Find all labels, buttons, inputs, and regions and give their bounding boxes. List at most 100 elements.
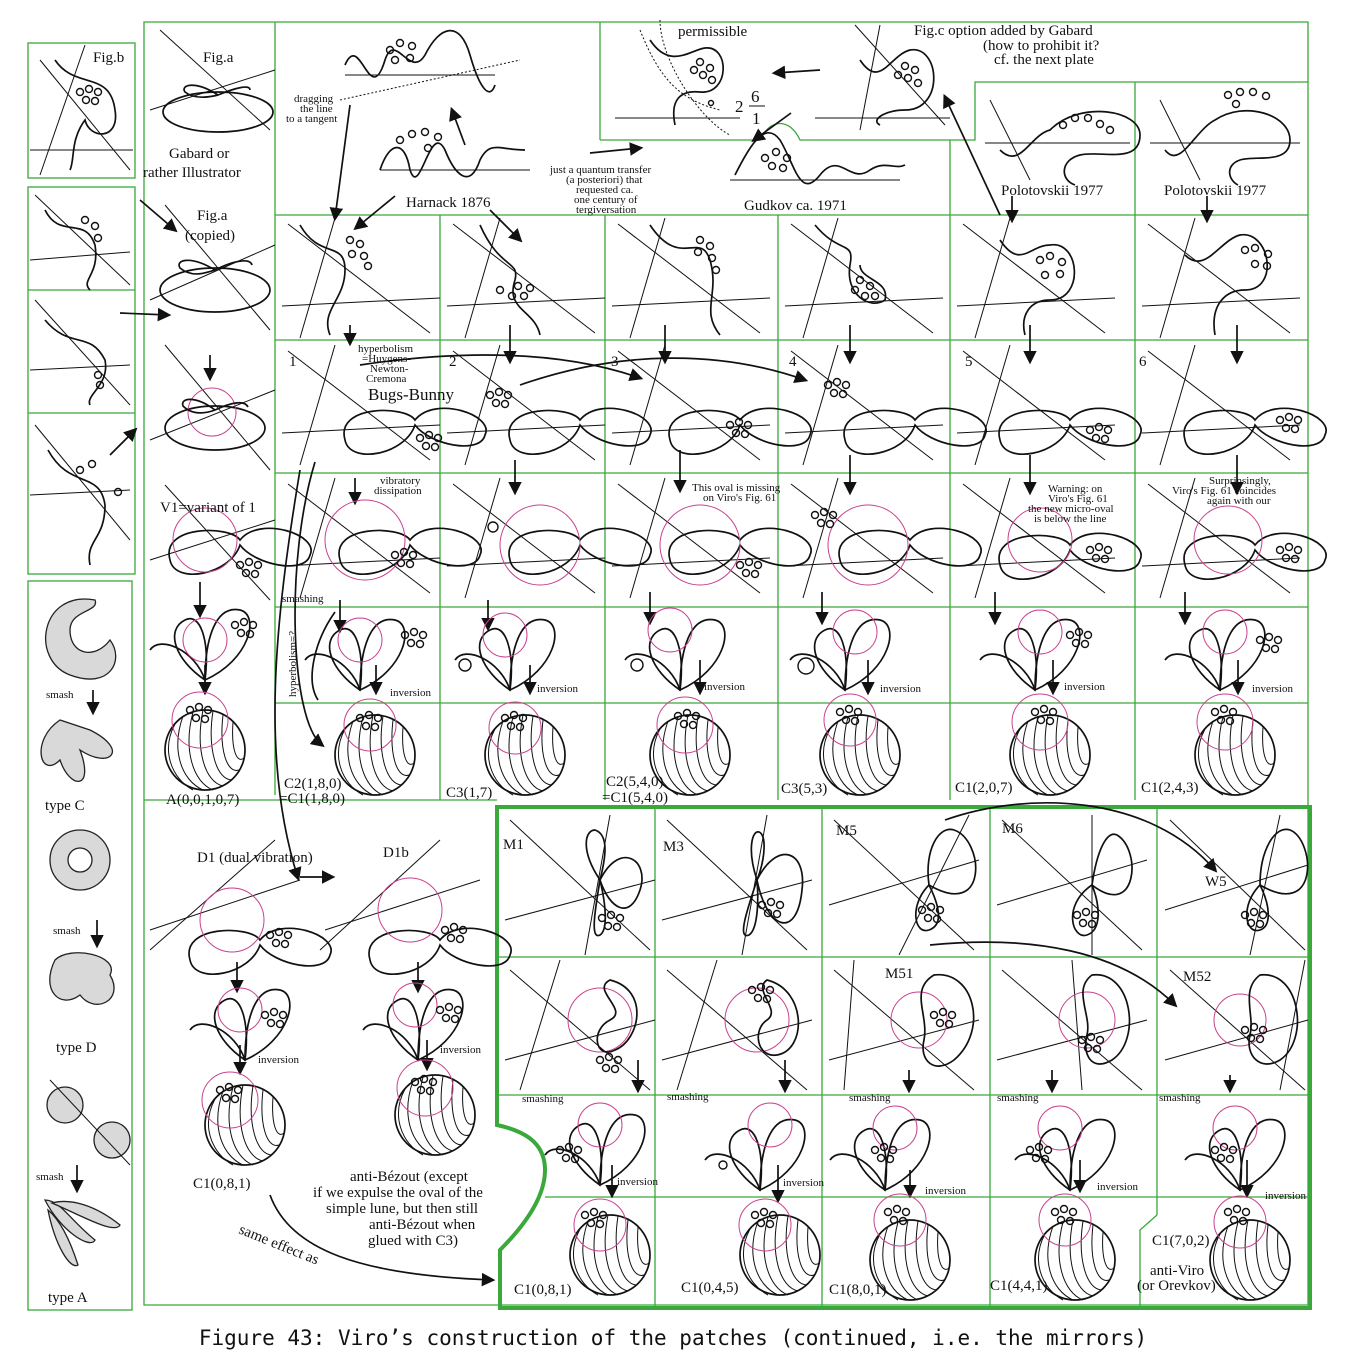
smashing-label: smashing <box>282 593 324 605</box>
anti-viro-label-2: (or Orevkov) <box>1137 1278 1216 1294</box>
mirror-patch-label-4: C1(4,4,1) <box>990 1278 1048 1294</box>
dragging-label-1: dragging <box>294 93 334 105</box>
column-number-1: 1 <box>289 354 297 370</box>
polotovskii-drawings <box>985 87 1300 224</box>
smashing-label-m1: smashing <box>522 1093 564 1105</box>
inversion-label-6: inversion <box>1252 683 1293 695</box>
row-6-spheres <box>164 691 1276 796</box>
patch-c1-207-label: C1(2,0,7) <box>955 780 1013 796</box>
type-d-label: type D <box>56 1040 97 1056</box>
harnack-drawing <box>329 29 530 243</box>
type-a-label: type A <box>48 1290 88 1306</box>
warning-label-1: Warning: on <box>1048 483 1103 495</box>
patch-a-label: A(0,0,1,0,7) <box>166 792 239 808</box>
inversion-label-m5: inversion <box>925 1185 966 1197</box>
inversion-label-m3: inversion <box>783 1177 824 1189</box>
mirror-patch-label-c1-702: C1(7,0,2) <box>1152 1233 1210 1249</box>
quantum-label-3: requested ca. <box>576 184 634 196</box>
mirror-patch-label-2: C1(0,4,5) <box>681 1280 739 1296</box>
polotovskii-label-2: Polotovskii 1977 <box>1164 183 1267 199</box>
fig-b-label: Fig.b <box>93 50 124 66</box>
m3-label: M3 <box>663 839 684 855</box>
anti-bezout-label-5: glued with C3) <box>368 1233 458 1249</box>
smashing-label-w5: smashing <box>1159 1092 1201 1104</box>
missing-oval-label-1: This oval is missing <box>692 482 781 494</box>
anti-bezout-label-3: simple lune, but then still <box>326 1201 478 1217</box>
anti-bezout-label-1: anti-Bézout (except <box>350 1169 469 1185</box>
patch-c3-53-label: C3(5,3) <box>781 781 827 797</box>
patch-c3-17-label: C3(1,7) <box>446 785 492 801</box>
gudkov-label: Gudkov ca. 1971 <box>744 198 847 214</box>
surprisingly-label-1: Surprinsingly, <box>1209 475 1271 487</box>
hyperbolism-label-4: Cremona <box>366 373 406 385</box>
fig-c-label-2: (how to prohibit it? <box>983 38 1100 54</box>
column-number-3: 3 <box>611 354 619 370</box>
inversion-label-4: inversion <box>880 683 921 695</box>
fig-c-label-3: cf. the next plate <box>994 52 1094 68</box>
inversion-label-d1: inversion <box>258 1054 299 1066</box>
hyperbolism-label-2: =Huygens- <box>362 353 411 365</box>
row-3-drawings <box>274 344 1327 882</box>
inversion-label-d1b: inversion <box>440 1044 481 1056</box>
quantum-label-4: one century of <box>574 194 638 206</box>
smash-label-d: smash <box>53 925 81 937</box>
gabard-label-1: Gabard or <box>169 146 229 162</box>
w5-label: W5 <box>1205 874 1227 890</box>
patch-c2-180-label-1: C2(1,8,0) <box>284 776 342 792</box>
smashing-label-m5: smashing <box>849 1092 891 1104</box>
inversion-label-m1: inversion <box>617 1176 658 1188</box>
d1-drawings <box>149 839 512 1287</box>
inversion-label-3: inversion <box>704 681 745 693</box>
fraction-denominator: 1 <box>752 109 761 128</box>
smash-label-c: smash <box>46 689 74 701</box>
mirrors-drawings <box>504 802 1309 1301</box>
missing-oval-label-2: on Viro's Fig. 61 <box>703 492 776 504</box>
hyperbolism-label-3: Newton- <box>370 363 409 375</box>
surprisingly-label-3: again with our <box>1207 495 1271 507</box>
warning-label-2: Viro's Fig. 61 <box>1048 493 1108 505</box>
polotovskii-label-1: Polotovskii 1977 <box>1001 183 1104 199</box>
lower-labels: D1 (dual vibration) D1b inversion invers… <box>193 845 483 1268</box>
patch-labels: A(0,0,1,0,7) C2(1,8,0) =C1(1,8,0) C3(1,7… <box>166 774 1199 808</box>
types-column <box>40 598 131 1267</box>
inversion-label-5: inversion <box>1064 681 1105 693</box>
patch-c2-540-label-1: C2(5,4,0) <box>606 774 664 790</box>
fig-c-label-1: Fig.c option added by Gabard <box>914 23 1093 39</box>
patch-c2-540-label-2: =C1(5,4,0) <box>602 790 668 806</box>
m1-label: M1 <box>503 837 524 853</box>
fig-a-copied-drawing <box>149 204 276 471</box>
row-4-drawings <box>149 477 1327 701</box>
row-labels: 1 2 3 4 5 6 hyperbolism =Huygens- Newton… <box>160 343 1293 699</box>
anti-viro-label-1: anti-Viro <box>1150 1263 1204 1279</box>
smashing-label-m6: smashing <box>997 1092 1039 1104</box>
inversion-label-1: inversion <box>390 687 431 699</box>
mirror-patch-label-1: C1(0,8,1) <box>514 1282 572 1298</box>
smashing-label-m3: smashing <box>667 1091 709 1103</box>
inversion-label-w5: inversion <box>1265 1190 1306 1202</box>
warning-label-3: the new micro-oval <box>1028 503 1114 515</box>
panel-frames <box>27 21 1312 1311</box>
m51-label: M51 <box>885 966 913 982</box>
inversion-label-m6: inversion <box>1097 1181 1138 1193</box>
mirror-patch-label-3: C1(8,0,1) <box>829 1282 887 1298</box>
anti-bezout-label-4: anti-Bézout when <box>369 1217 476 1233</box>
v1-variant-label: V1=variant of 1 <box>160 500 256 516</box>
column-number-4: 4 <box>789 354 797 370</box>
fraction-whole: 2 <box>735 97 744 116</box>
fig-a-label: Fig.a <box>203 50 234 66</box>
patch-c2-180-label-2: =C1(1,8,0) <box>279 791 345 807</box>
smash-label-a: smash <box>36 1171 64 1183</box>
row-5-drawings <box>149 607 1283 696</box>
bugs-bunny-label: Bugs-Bunny <box>368 385 454 404</box>
patch-c1-243-label: C1(2,4,3) <box>1141 780 1199 796</box>
surprisingly-label-2: Viro's Fig. 61 coincides <box>1172 485 1276 497</box>
vibratory-label-1: vibratory <box>380 475 421 487</box>
anti-bezout-label-2: if we expulse the oval of the <box>313 1185 483 1201</box>
figure-caption: Figure 43: Viro’s construction of the pa… <box>198 1326 1148 1350</box>
m5-label: M5 <box>836 823 857 839</box>
fig-a-copied-label-1: Fig.a <box>197 208 228 224</box>
harnack-label: Harnack 1876 <box>406 195 491 211</box>
d1-label: D1 (dual vibration) <box>197 850 313 866</box>
vibratory-label-2: dissipation <box>374 485 422 497</box>
column-number-2: 2 <box>449 354 457 370</box>
